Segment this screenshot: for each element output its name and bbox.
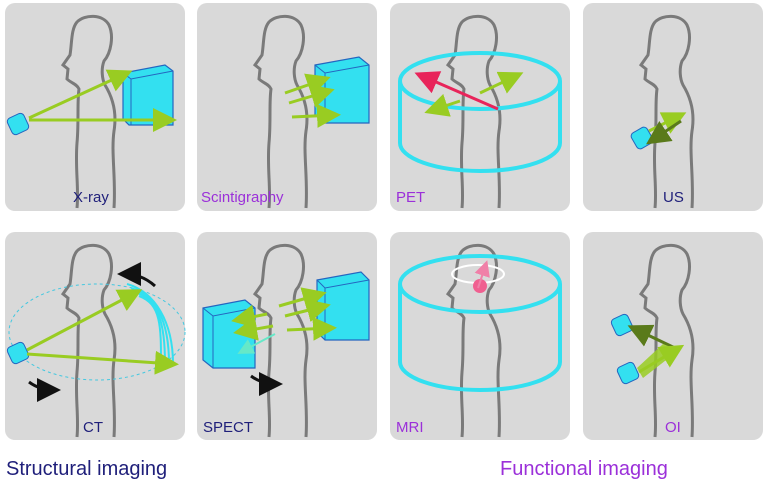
functional-imaging-caption: Functional imaging xyxy=(500,458,668,480)
panel-ct: CT xyxy=(5,232,186,440)
label-us: US xyxy=(663,189,684,206)
label-spect: SPECT xyxy=(203,419,254,436)
body-silhouette xyxy=(638,14,695,209)
panel-pet: PET xyxy=(390,3,570,211)
scintigraphy-illustration xyxy=(252,14,370,209)
detector-arc xyxy=(126,283,174,365)
light-source xyxy=(616,361,640,385)
panel-us: US xyxy=(583,3,763,211)
panel-xray: X-ray xyxy=(5,3,185,211)
body-silhouette xyxy=(252,14,309,209)
proton-icon xyxy=(473,279,487,293)
us-illustration xyxy=(630,14,695,209)
oi-illustration xyxy=(610,243,695,438)
ct-source xyxy=(6,341,30,365)
label-oi: OI xyxy=(665,419,681,436)
pet-illustration xyxy=(398,14,562,209)
label-xray: X-ray xyxy=(73,189,109,206)
spect-illustration xyxy=(202,243,370,438)
panel-oi: OI xyxy=(583,232,763,440)
xray-source xyxy=(6,112,30,136)
optical-detector xyxy=(610,313,634,337)
rotation-arrow xyxy=(250,371,283,396)
rotation-arrow-bottom xyxy=(28,377,61,402)
panel-mri: MRI xyxy=(390,232,570,440)
body-silhouette xyxy=(60,14,117,209)
rotation-arrow-top xyxy=(117,262,157,288)
ct-illustration xyxy=(6,243,186,438)
body-silhouette xyxy=(445,243,502,438)
label-pet: PET xyxy=(396,189,426,206)
body-silhouette xyxy=(60,243,117,438)
body-silhouette xyxy=(445,14,502,209)
panel-scintigraphy: Scintigraphy xyxy=(197,3,377,211)
label-scintigraphy: Scintigraphy xyxy=(201,189,284,206)
xray-illustration xyxy=(6,14,177,209)
scanner-ring-body xyxy=(398,81,562,173)
mri-illustration xyxy=(398,243,562,438)
label-mri: MRI xyxy=(396,419,424,436)
body-silhouette xyxy=(638,243,695,438)
rotation-path xyxy=(8,283,186,381)
detector-plate-left xyxy=(202,299,256,369)
scanner-bore-body xyxy=(398,284,562,392)
panel-spect: SPECT xyxy=(197,232,377,440)
label-ct: CT xyxy=(83,419,103,436)
structural-imaging-caption: Structural imaging xyxy=(6,458,168,480)
